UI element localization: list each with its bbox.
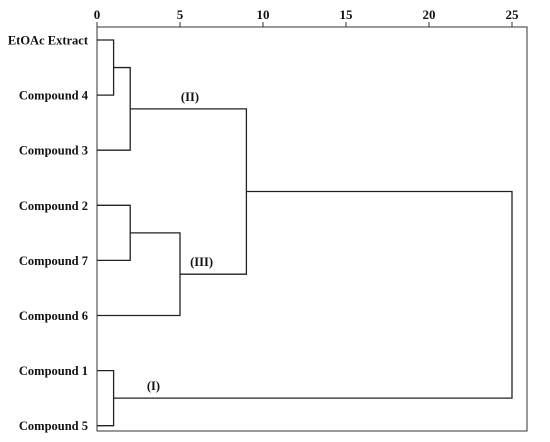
x-tick-label: 0: [94, 7, 101, 22]
x-tick-label: 10: [257, 7, 270, 22]
dendrogram-link: [97, 232, 181, 317]
leaf-label: Compound 1: [19, 364, 88, 378]
dendrogram-link: [130, 108, 248, 275]
x-axis-ticks: 0 5 10 15 20 25: [94, 7, 519, 27]
leaf-label: Compound 6: [19, 309, 88, 323]
dendrogram-links: [97, 39, 513, 427]
dendrogram-link: [113, 190, 513, 399]
dendrogram-link: [97, 39, 115, 96]
leaf-label: Compound 3: [19, 144, 88, 158]
leaf-label: EtOAc Extract: [8, 34, 89, 48]
plot-frame: [96, 26, 528, 432]
cluster-label: (II): [181, 90, 199, 104]
leaf-label: Compound 5: [19, 419, 88, 433]
leaf-label: Compound 2: [19, 199, 88, 213]
x-tick-label: 20: [423, 7, 436, 22]
dendrogram-link: [97, 369, 115, 427]
cluster-label: (I): [147, 379, 160, 393]
x-tick-label: 15: [340, 7, 354, 22]
cluster-label: (III): [190, 255, 213, 269]
leaf-label: Compound 7: [19, 254, 88, 268]
x-tick-label: 25: [506, 7, 520, 22]
cluster-labels: (II) (III) (I): [147, 90, 213, 393]
x-tick-label: 5: [177, 7, 184, 22]
dendrogram-link: [97, 204, 131, 262]
leaf-label: Compound 4: [19, 89, 89, 103]
